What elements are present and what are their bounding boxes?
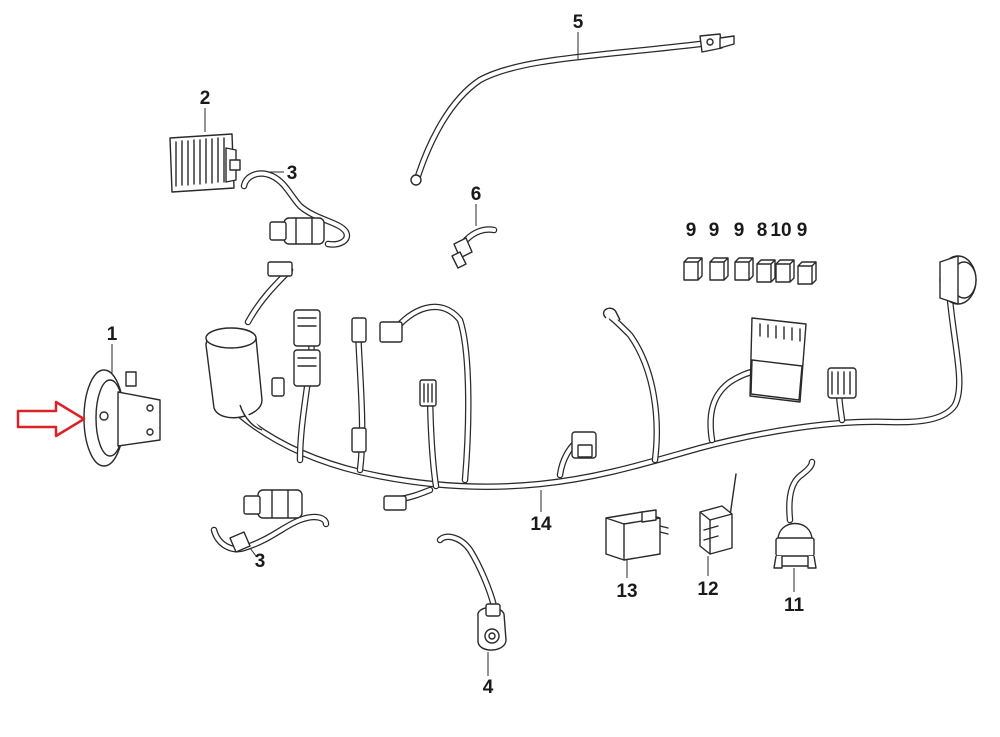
callout-4: 4 [483, 677, 494, 698]
highlight-arrow-icon [16, 400, 86, 438]
callout-12: 12 [697, 579, 718, 600]
temperature-sensor [451, 226, 498, 269]
main-wiring-harness [205, 255, 977, 511]
horn [83, 369, 161, 467]
speed-sensor [436, 533, 507, 651]
callout-labels: 1 2 3 3 4 5 6 9 9 9 8 10 9 14 13 12 11 [107, 12, 808, 698]
ignition-coil-lower [210, 489, 330, 553]
bulb-socket [773, 458, 817, 569]
regulator-rectifier [169, 133, 241, 193]
starter-relay [699, 473, 737, 555]
callout-9-3: 9 [734, 220, 745, 241]
battery-lead [410, 33, 735, 186]
flasher-relay [605, 509, 669, 561]
ignition-coil-upper [240, 170, 351, 248]
callout-3-lower: 3 [255, 551, 266, 572]
callout-9-1: 9 [686, 220, 697, 241]
callout-1: 1 [107, 324, 118, 345]
callout-14: 14 [530, 514, 552, 535]
callout-10: 10 [770, 220, 791, 241]
relay-row [683, 257, 817, 285]
callout-13: 13 [616, 581, 637, 602]
callout-9-2: 9 [709, 220, 720, 241]
callout-8: 8 [757, 220, 768, 241]
callout-6: 6 [471, 184, 482, 205]
callout-3-upper: 3 [287, 163, 298, 184]
callout-11: 11 [784, 595, 805, 616]
callout-9-4: 9 [797, 220, 808, 241]
callout-5: 5 [573, 12, 584, 33]
callout-leaders [111, 32, 795, 676]
callout-2: 2 [200, 88, 211, 109]
